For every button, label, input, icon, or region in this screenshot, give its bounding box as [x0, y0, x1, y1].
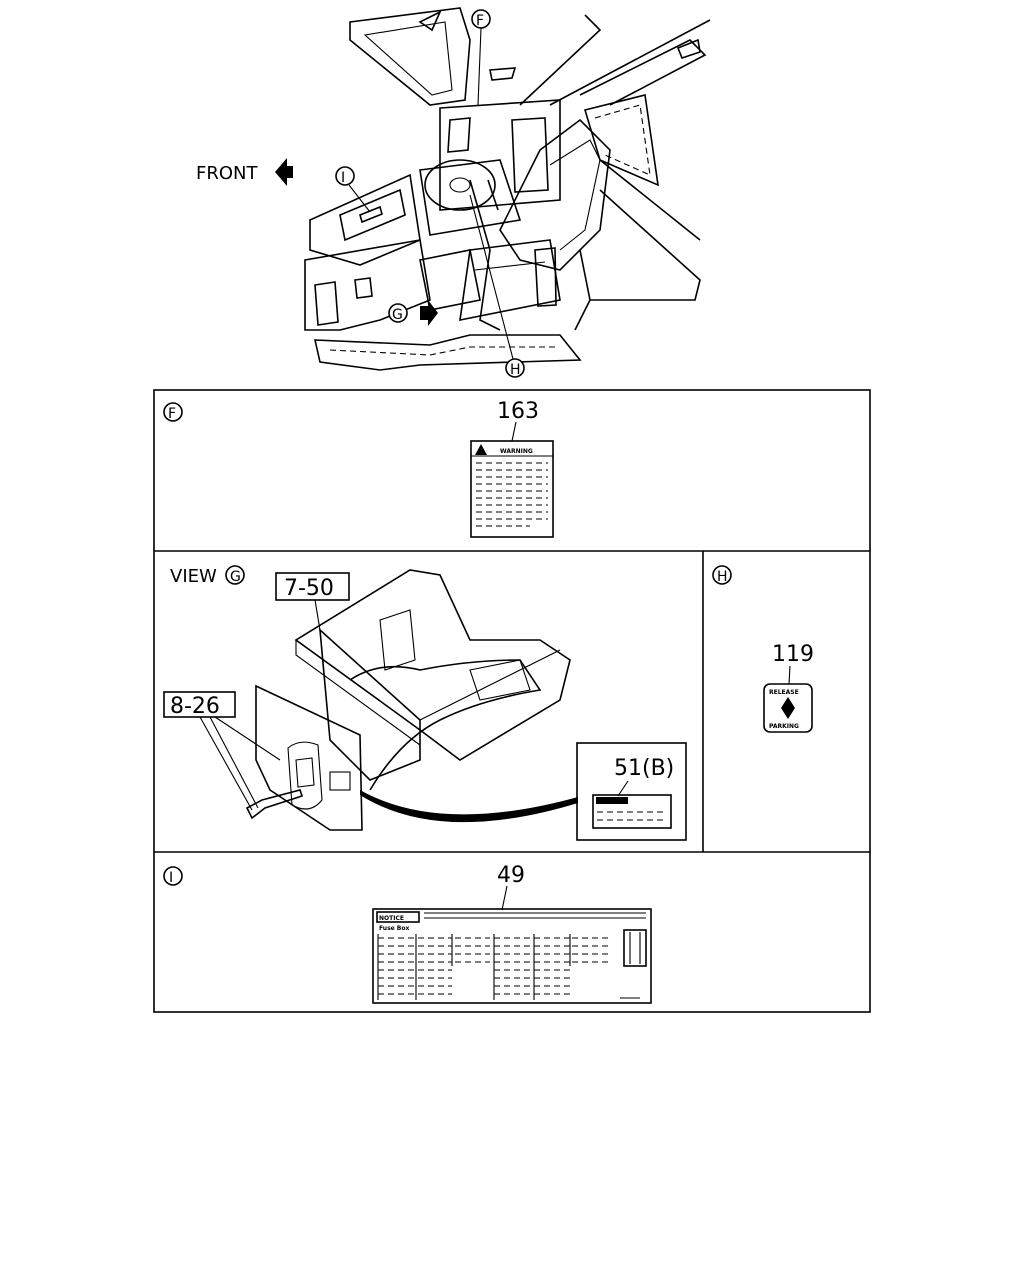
panel-g: VIEW G 7-50 8-26 [163, 565, 687, 841]
inset-part-number: 51(B) [614, 756, 674, 781]
panel-i: I 49 NOTICE Fuse Box [163, 863, 652, 1004]
ref-8-26: 8-26 [170, 694, 220, 719]
part-number-163: 163 [497, 399, 539, 424]
callout-i-letter: I [341, 170, 345, 186]
panel-h-marker: H [717, 569, 728, 585]
warning-label-text-lines [476, 462, 548, 527]
ref-7-50: 7-50 [284, 576, 334, 601]
part-number-49: 49 [497, 863, 525, 888]
callout-f-letter: F [476, 13, 484, 29]
inset-51b: 51(B) [576, 742, 687, 841]
callout-g: G [388, 300, 438, 326]
panel-f: F 163 WARNING [163, 399, 554, 538]
release-parking-label: RELEASE PARKING [763, 683, 813, 733]
panel-h: H 119 RELEASE PARKING [712, 565, 814, 733]
part-number-119: 119 [772, 642, 814, 667]
arrow-left-icon [275, 158, 293, 186]
callout-i: I [335, 166, 371, 213]
notice-sub: Fuse Box [379, 925, 409, 932]
cab-interior-illustration [304, 7, 711, 371]
notice-title: NOTICE [379, 915, 404, 922]
panel-i-marker: I [169, 870, 173, 886]
callout-f: F [471, 9, 491, 106]
callout-h-letter: H [510, 362, 521, 378]
detail-grid [153, 389, 871, 1013]
label-parking: PARKING [769, 723, 799, 730]
front-label: FRONT [196, 163, 258, 184]
diamond-icon [781, 697, 795, 719]
arrow-right-icon [420, 300, 438, 326]
warning-label-163: WARNING [470, 440, 554, 538]
panel-f-marker: F [168, 406, 176, 422]
callout-h: H [469, 194, 525, 378]
view-word: VIEW [170, 566, 217, 587]
warning-label-title: WARNING [500, 448, 533, 455]
fuse-box-notice-label: NOTICE Fuse Box [372, 908, 652, 1004]
callout-g-letter: G [392, 307, 403, 323]
panel-g-marker: G [230, 569, 241, 585]
floor-pan-illustration [245, 569, 571, 831]
label-release: RELEASE [769, 689, 799, 696]
warning-triangle-icon [475, 444, 487, 455]
ref-box-8-26 [163, 691, 236, 718]
ref-box-7-50 [275, 572, 350, 601]
